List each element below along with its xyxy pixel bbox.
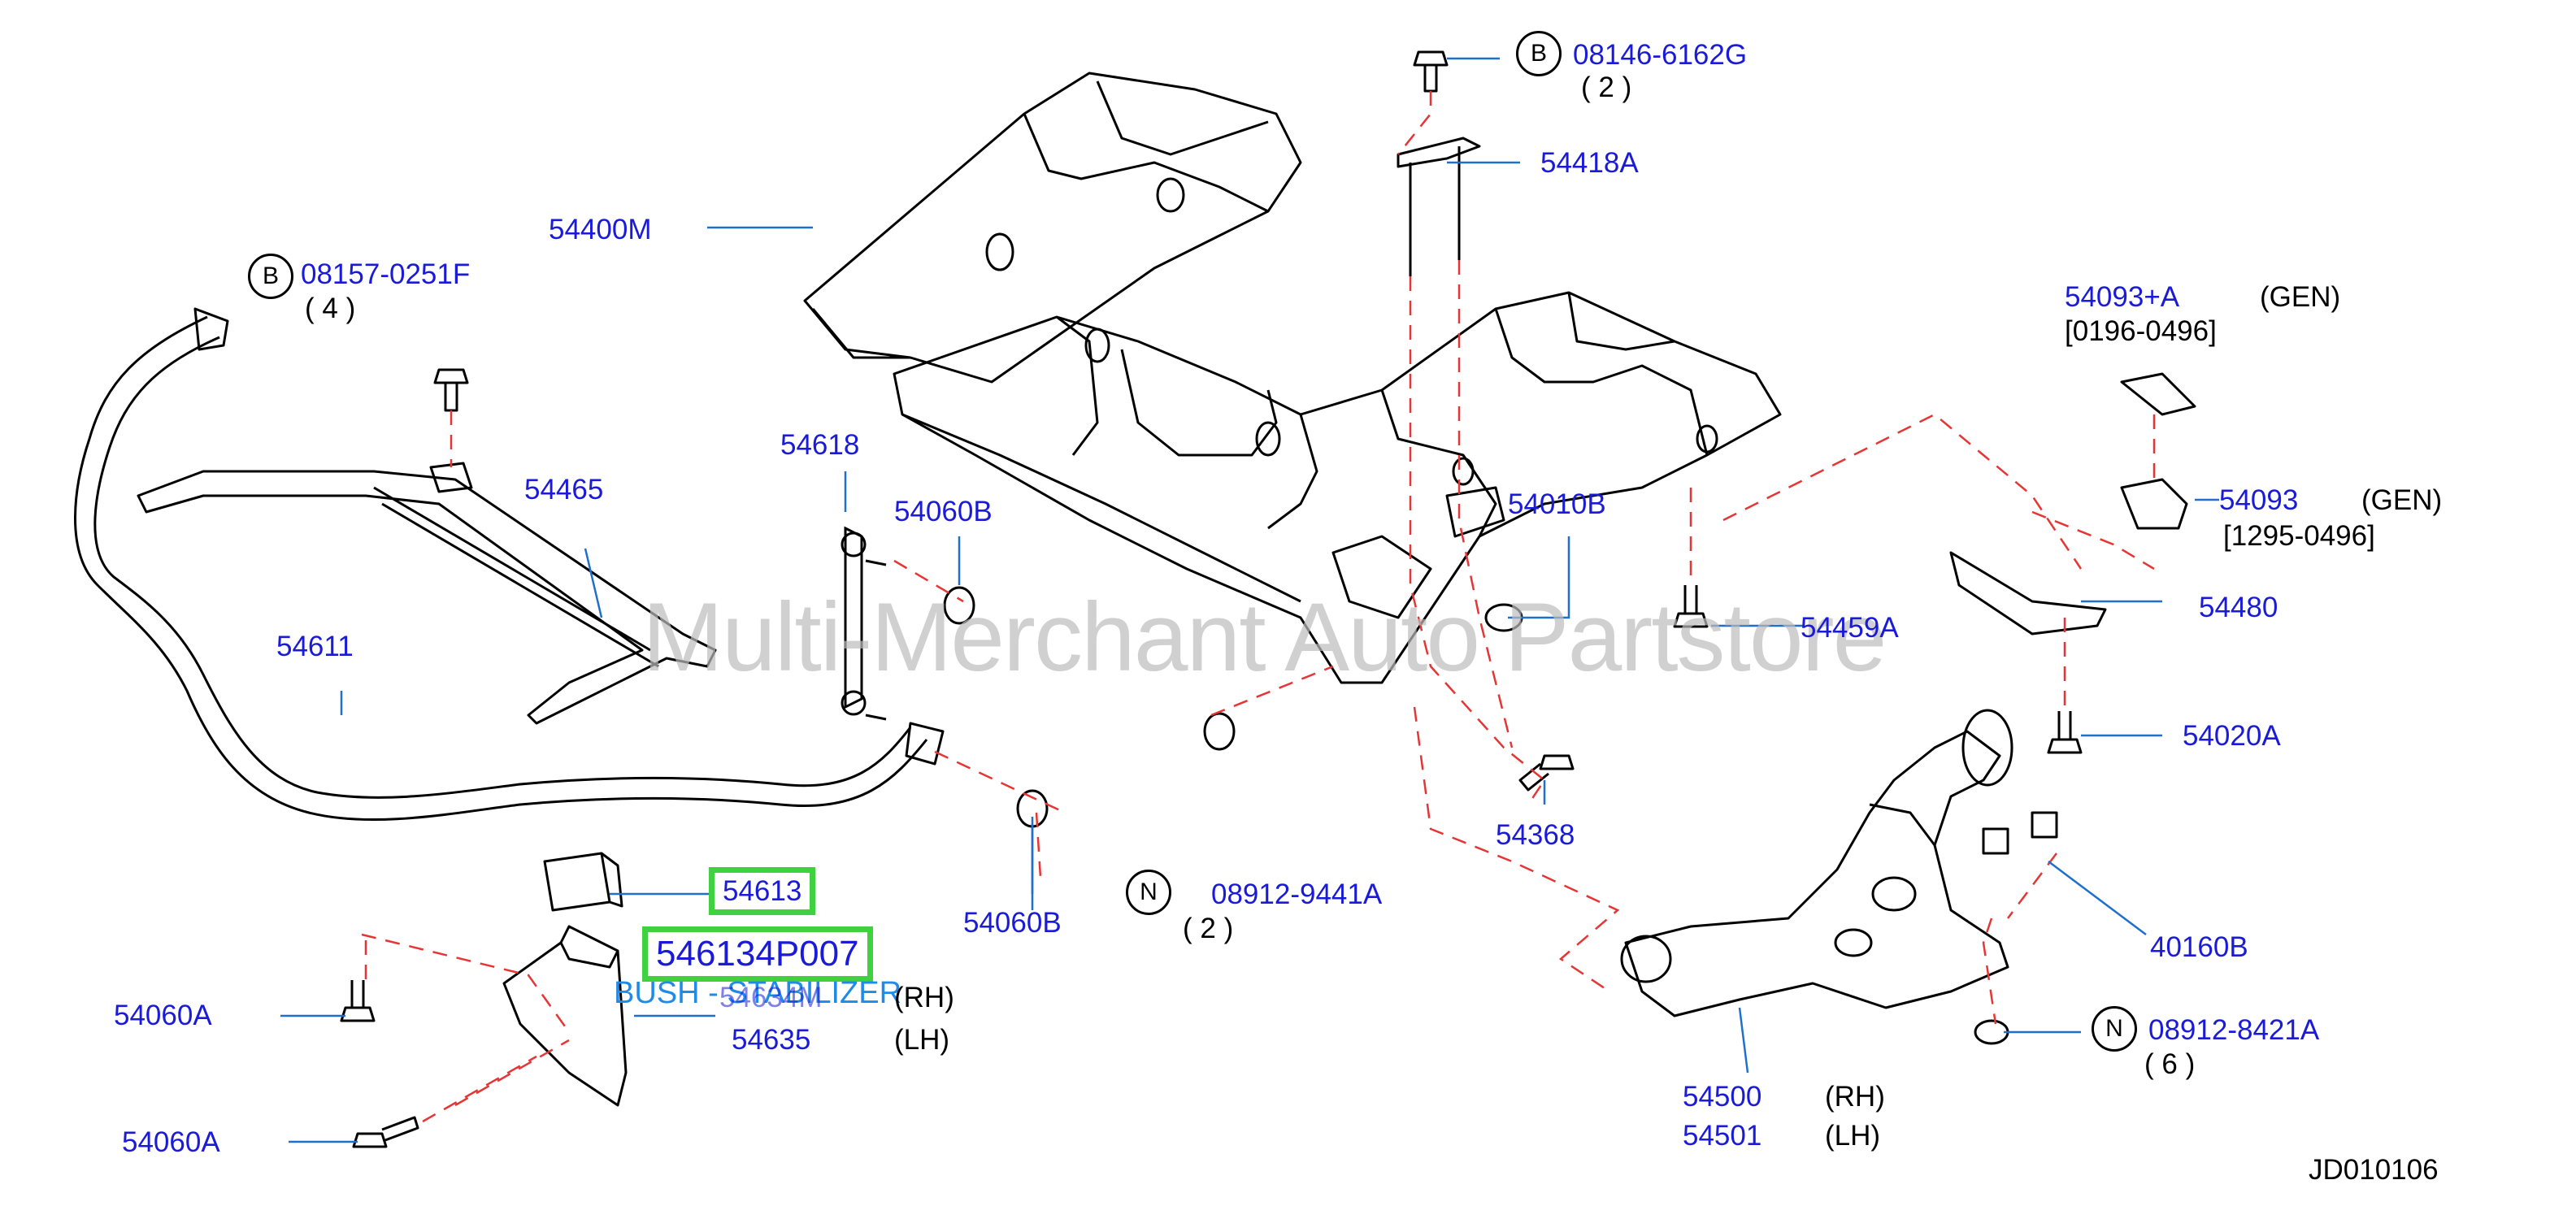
- bushing-and-bracket-drawing: [502, 852, 628, 1107]
- part-label-54501[interactable]: 54501: [1683, 1120, 1762, 1152]
- part-label-54060A[interactable]: 54060A: [122, 1126, 220, 1158]
- gen-label: (GEN): [2260, 281, 2341, 313]
- part-label-40160B[interactable]: 40160B: [2150, 931, 2248, 963]
- badge-b: B: [1516, 31, 1562, 76]
- part-label-54618[interactable]: 54618: [780, 429, 860, 461]
- front-crossmember-drawing: [803, 72, 1782, 684]
- gen-label: (GEN): [2361, 484, 2443, 516]
- rh-label: (RH): [894, 982, 954, 1013]
- part-label-08157-0251F[interactable]: 08157-0251F: [301, 258, 471, 290]
- part-label-54500[interactable]: 54500: [1683, 1081, 1762, 1113]
- badge-n: N: [1126, 870, 1171, 915]
- lh-label: (LH): [1825, 1120, 1881, 1152]
- quantity-label: ( 6 ): [2144, 1048, 2196, 1080]
- part-label-54611[interactable]: 54611: [276, 631, 354, 662]
- part-label-54480[interactable]: 54480: [2199, 592, 2278, 623]
- part-label-08912-9441A[interactable]: 08912-9441A: [1211, 878, 1383, 910]
- part-label-54635[interactable]: 54635: [732, 1024, 811, 1056]
- dashed-guide-lines: [361, 91, 2156, 1123]
- date-range-label: [0196-0496]: [2065, 315, 2217, 347]
- lh-label: (LH): [894, 1024, 950, 1056]
- part-label-54060A[interactable]: 54060A: [114, 1000, 212, 1031]
- quantity-label: ( 4 ): [305, 293, 356, 324]
- part-label-54465[interactable]: 54465: [524, 474, 604, 505]
- part-label-54060B[interactable]: 54060B: [963, 907, 1062, 939]
- part-label-54634M[interactable]: 54634M: [719, 982, 823, 1013]
- part-label-08912-8421A[interactable]: 08912-8421A: [2148, 1014, 2320, 1046]
- diagram-reference-code: JD010106: [2309, 1154, 2439, 1186]
- quantity-label: ( 2 ): [1183, 913, 1234, 944]
- part-label-54093-plus-a[interactable]: 54093+A: [2065, 281, 2180, 313]
- badge-b: B: [248, 254, 293, 299]
- quantity-label: ( 2 ): [1581, 72, 1632, 103]
- leader-lines: [280, 57, 2219, 1143]
- part-label-54418A[interactable]: 54418A: [1540, 147, 1639, 179]
- stabilizer-bar-drawing: [74, 307, 945, 822]
- part-label-54400M[interactable]: 54400M: [549, 214, 652, 245]
- stabilizer-support-drawing: [137, 462, 717, 725]
- part-label-54010B[interactable]: 54010B: [1508, 488, 1606, 520]
- part-label-54613-highlighted[interactable]: 54613: [709, 867, 816, 915]
- part-label-08146-6162G[interactable]: 08146-6162G: [1573, 39, 1748, 71]
- part-description-link[interactable]: BUSH - STABILIZER: [614, 976, 902, 1010]
- part-number-546134P007-highlighted[interactable]: 546134P007: [642, 926, 873, 982]
- date-range-label: [1295-0496]: [2223, 520, 2375, 552]
- part-label-54093[interactable]: 54093: [2219, 484, 2299, 516]
- stabilizer-link-drawing: [841, 526, 887, 721]
- part-label-54368[interactable]: 54368: [1496, 819, 1575, 851]
- lower-arm-drawing: [1620, 709, 2013, 1017]
- part-label-54459A[interactable]: 54459A: [1801, 612, 1899, 644]
- watermark: Multi-Merchant Auto Partstore: [642, 583, 1887, 692]
- part-label-54060B[interactable]: 54060B: [894, 496, 993, 527]
- rh-label: (RH): [1825, 1081, 1885, 1113]
- badge-n: N: [2092, 1006, 2137, 1052]
- part-label-54020A[interactable]: 54020A: [2183, 720, 2281, 752]
